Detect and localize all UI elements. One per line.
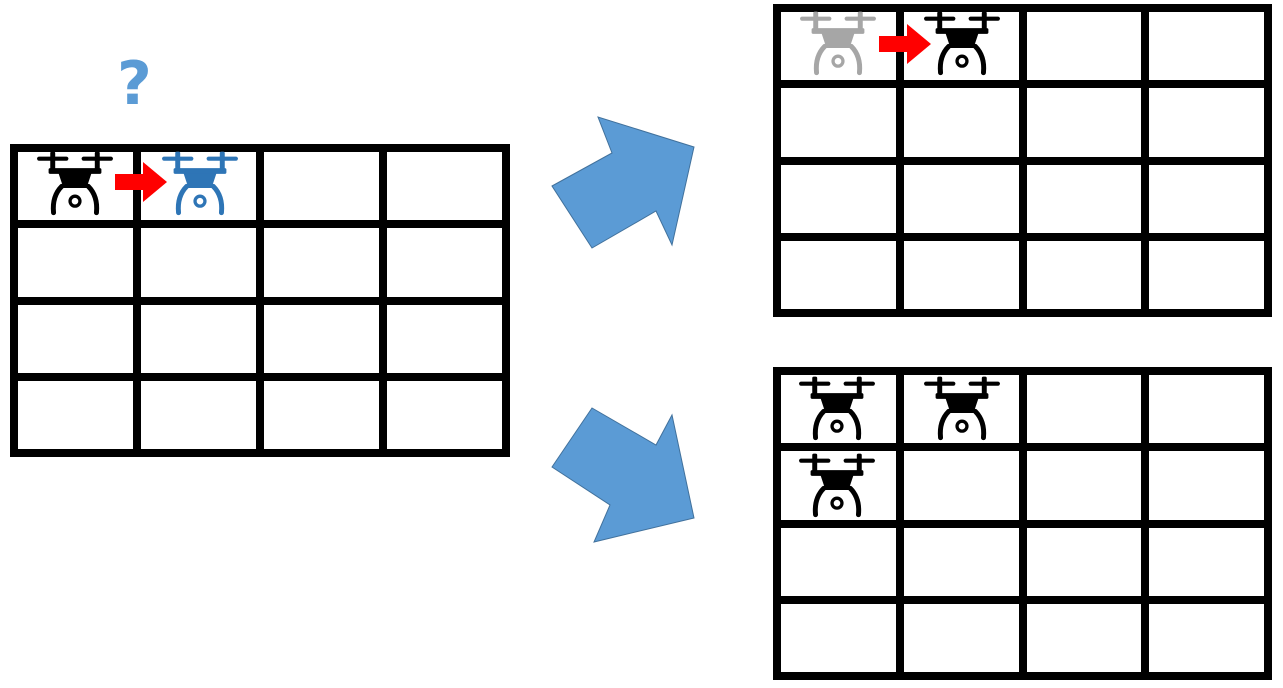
grid-cell	[1149, 12, 1264, 81]
grid-cell	[1149, 240, 1264, 309]
grid-cell	[18, 304, 133, 373]
grid-cell	[903, 603, 1019, 672]
grid-cell	[141, 380, 256, 449]
grid-cell	[903, 527, 1019, 596]
drone-icon	[920, 10, 1004, 76]
grid-cell	[387, 304, 502, 373]
outcome-spawn-grid	[773, 367, 1272, 680]
grid-cell	[1149, 375, 1264, 444]
red-right-arrow-icon	[879, 24, 931, 64]
grid-cell	[1026, 164, 1142, 233]
drone-icon	[795, 452, 879, 518]
grid-cell	[1026, 603, 1142, 672]
grid-cell	[903, 451, 1019, 520]
grid-cell	[903, 240, 1019, 309]
grid-cell	[781, 240, 896, 309]
grid-cell	[264, 380, 379, 449]
grid-cell	[781, 527, 896, 596]
question-mark: ?	[117, 49, 152, 119]
grid-cell	[781, 88, 896, 157]
grid-cell	[18, 228, 133, 297]
candidate-drone-icon	[158, 150, 242, 216]
grid-cell	[1026, 12, 1142, 81]
previous-drone-icon	[796, 10, 880, 76]
grid-cell	[18, 380, 133, 449]
grid-cell	[264, 228, 379, 297]
drone-icon	[33, 150, 117, 216]
red-right-arrow-icon	[115, 162, 167, 202]
drone-icon	[795, 375, 879, 441]
grid-cell	[141, 304, 256, 373]
grid-cell	[1149, 451, 1264, 520]
grid-cell	[264, 304, 379, 373]
grid-cell	[781, 164, 896, 233]
grid-cell	[1026, 240, 1142, 309]
grid-cell	[387, 380, 502, 449]
grid-cell	[1026, 88, 1142, 157]
grid-cell	[141, 228, 256, 297]
initial-grid	[10, 144, 510, 457]
grid-cell	[264, 152, 379, 221]
grid-cell	[1149, 164, 1264, 233]
drone-icon	[920, 375, 1004, 441]
grid-cell	[903, 164, 1019, 233]
grid-cell	[387, 228, 502, 297]
blue-block-arrow-icon	[551, 116, 695, 249]
grid-cell	[903, 88, 1019, 157]
grid-cell	[1149, 88, 1264, 157]
grid-cell	[781, 603, 896, 672]
grid-cell	[1026, 451, 1142, 520]
blue-block-arrow-icon	[551, 407, 695, 543]
grid-cell	[1026, 375, 1142, 444]
outcome-move-grid	[773, 4, 1272, 317]
grid-cell	[1026, 527, 1142, 596]
grid-cell	[1149, 603, 1264, 672]
grid-cell	[1149, 527, 1264, 596]
grid-cell	[387, 152, 502, 221]
